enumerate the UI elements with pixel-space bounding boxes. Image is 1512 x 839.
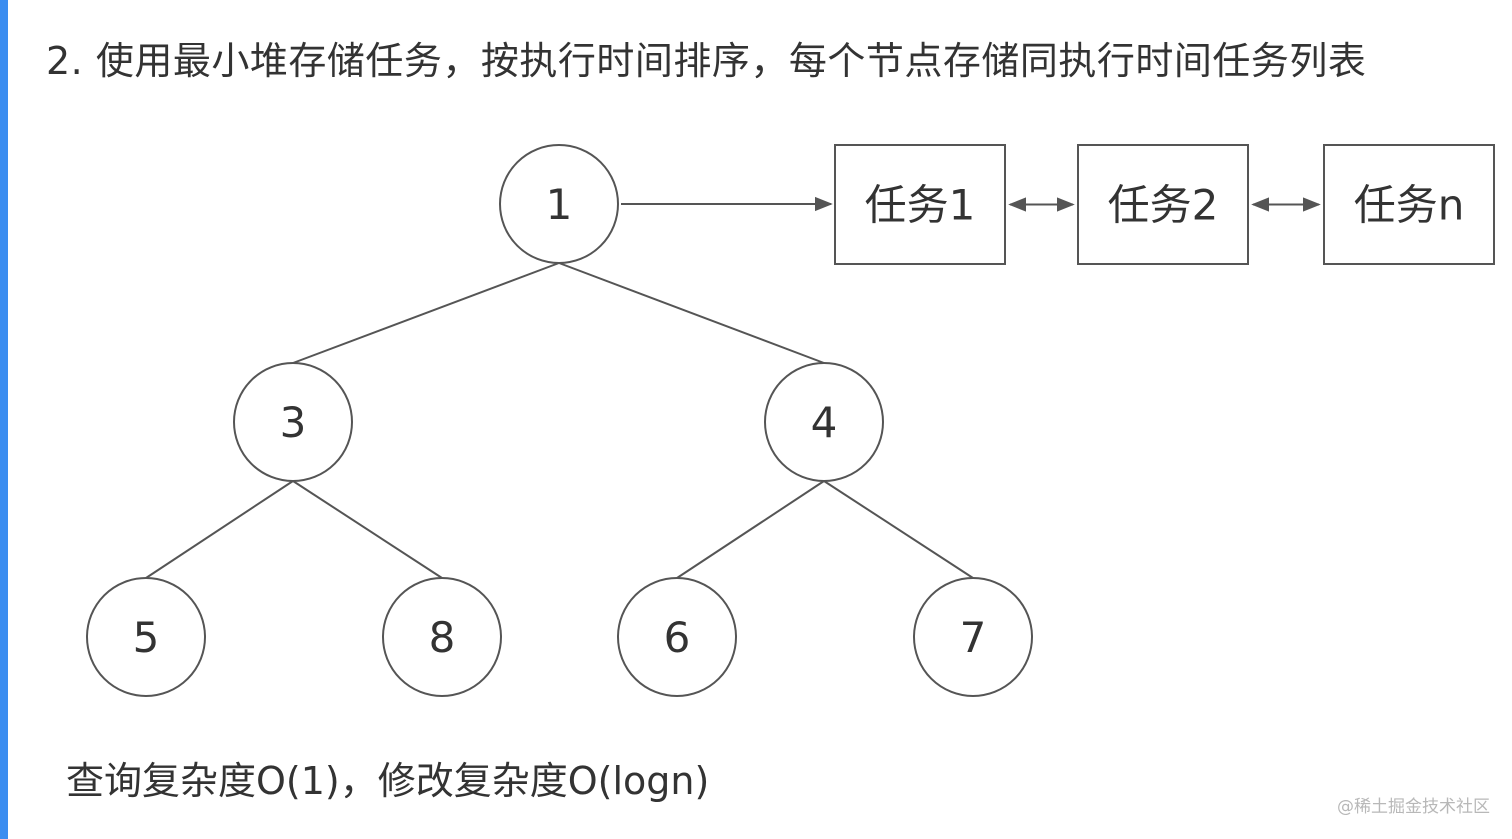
heap-edge [292,480,443,579]
heap-edge [676,480,825,579]
heap-node-circle [764,362,884,482]
heap-node: 1 [499,144,619,264]
task-box [1323,144,1495,265]
task-label: 任务n [1354,181,1465,230]
heap-node-circle [382,577,502,697]
heap-node: 8 [382,577,502,697]
heap-node-circle [617,577,737,697]
heap-node-label: 5 [133,613,160,662]
task-box [1077,144,1249,265]
task-node: 任务1 [834,144,1006,265]
task-list: 任务1 任务2 任务n [834,144,1495,265]
heap-node-circle [499,144,619,264]
task-node: 任务2 [1077,144,1249,265]
heap-node: 3 [233,362,353,482]
heap-node-label: 4 [811,398,838,447]
heap-edges [145,262,974,579]
heap-node-label: 8 [429,613,456,662]
heap-edge [823,480,974,579]
heap-node: 5 [86,577,206,697]
complexity-note: 查询复杂度O(1)，修改复杂度O(logn) [66,759,710,803]
heap-node: 6 [617,577,737,697]
task-node: 任务n [1323,144,1495,265]
heap-node-circle [86,577,206,697]
heap-edge [145,480,294,579]
heap-edge [558,262,825,364]
task-label: 任务2 [1108,181,1219,230]
left-accent-bar [0,0,8,839]
heap-node-circle [233,362,353,482]
task-box [834,144,1006,265]
heap-node: 4 [764,362,884,482]
heap-nodes: 1 3 4 5 8 6 7 [86,144,1033,697]
task-links [621,196,1321,212]
heap-node-label: 1 [546,180,573,229]
task-label: 任务1 [865,181,976,230]
heap-node-label: 6 [664,613,691,662]
heap-node: 7 [913,577,1033,697]
page-heading: 2. 使用最小堆存储任务，按执行时间排序，每个节点存储同执行时间任务列表 [46,39,1367,83]
watermark-text: @稀土掘金技术社区 [1337,797,1490,817]
heap-node-label: 3 [280,398,307,447]
heap-edge [292,262,560,364]
heap-node-circle [913,577,1033,697]
heap-node-label: 7 [960,613,987,662]
